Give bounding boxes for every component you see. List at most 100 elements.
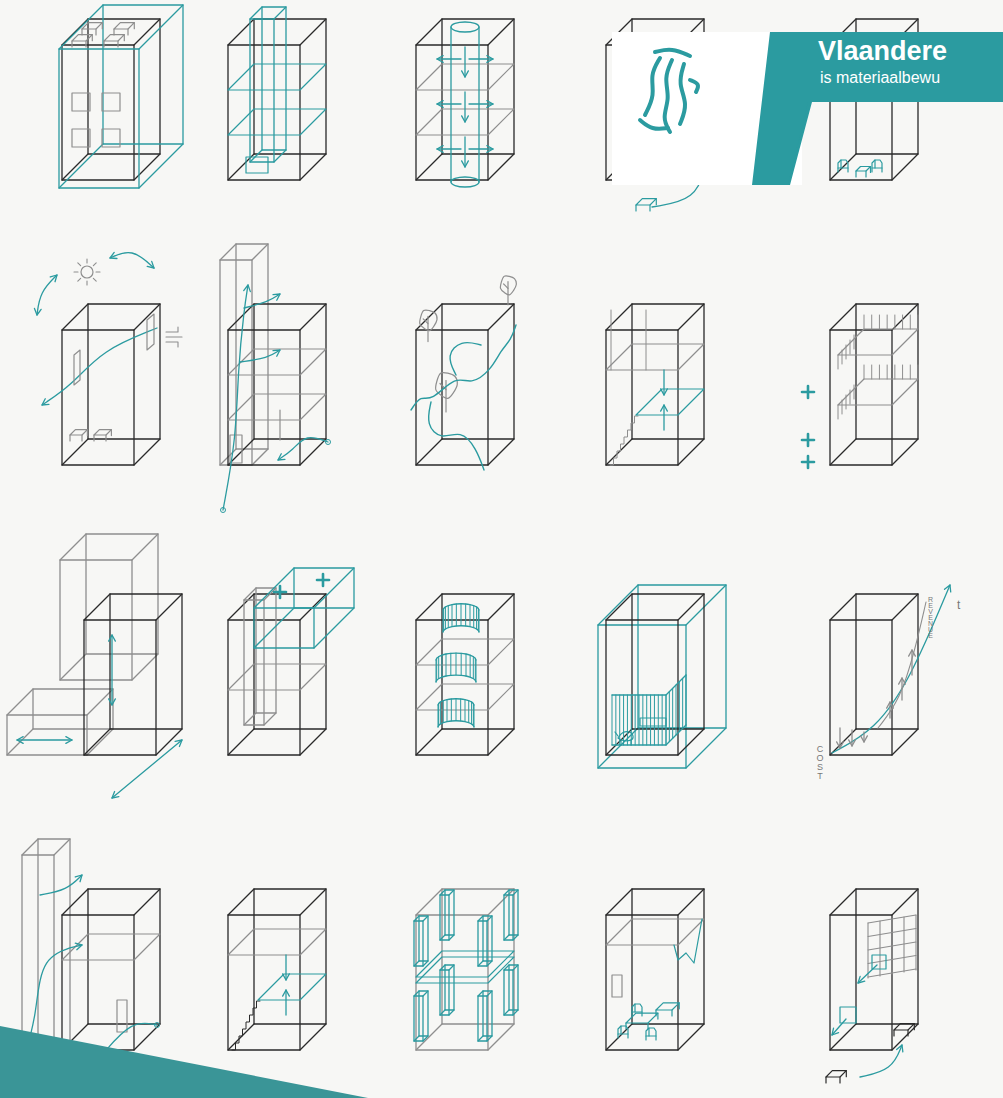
sun-ray: [86, 259, 87, 263]
fence-bar: [658, 695, 659, 745]
cube-edge: [513, 1010, 518, 1015]
arrow-head: [437, 146, 443, 153]
floor-slab: [838, 379, 918, 405]
cube-edge: [252, 244, 268, 260]
window-frame: [74, 350, 80, 385]
cube-edge: [606, 594, 632, 620]
chair-icon: [646, 1028, 656, 1040]
table-icon: [893, 1030, 894, 1036]
path-start: [221, 508, 226, 513]
spiral-step: [452, 605, 453, 627]
sketch-icon: [606, 304, 704, 465]
cube-edge: [488, 729, 514, 755]
cube-edge: [139, 5, 183, 49]
cube-edge: [262, 7, 286, 150]
cube-edge: [254, 608, 314, 648]
cylinder-top: [451, 22, 479, 32]
fence-bar: [654, 695, 655, 745]
cube-edge: [300, 154, 326, 180]
chair-icon: [838, 160, 848, 172]
cube-edge: [419, 916, 428, 961]
sketch-icon: [830, 585, 951, 755]
fence-bar: [682, 678, 683, 728]
cube-edge: [686, 728, 726, 768]
arrow-head: [109, 699, 116, 705]
arrow-line: [839, 728, 840, 748]
balcony-rail: [871, 365, 872, 379]
balcony-rail: [918, 315, 919, 329]
sketch-icon: [416, 19, 514, 187]
cube-edge: [445, 965, 454, 1010]
logo-text: Vlaandere: [818, 38, 947, 65]
cube-edge: [33, 689, 113, 729]
cube-edge: [110, 594, 182, 729]
table-icon: [870, 167, 871, 173]
spiral-step: [479, 610, 480, 632]
cube-edge: [416, 889, 442, 915]
cube-edge: [7, 715, 87, 755]
cube-edge: [414, 916, 419, 921]
spiral-step: [451, 699, 452, 721]
arrow-line: [832, 1019, 846, 1035]
cube-edge: [300, 439, 326, 465]
cube-edge: [487, 916, 492, 921]
table-icon: [134, 23, 135, 29]
arrow-line: [437, 148, 461, 149]
corner-triangle: [0, 1026, 368, 1098]
cube-edge: [830, 915, 892, 1050]
floor-slab: [606, 919, 704, 945]
cube-edge: [156, 594, 182, 620]
sun-ray: [93, 278, 96, 281]
table-icon: [82, 23, 102, 29]
spiral-step: [466, 654, 467, 676]
cube-edge: [254, 594, 326, 729]
stair-line: [610, 416, 638, 465]
cube-edge: [228, 45, 300, 180]
cube-edge: [892, 729, 918, 755]
table-icon: [655, 1010, 656, 1016]
floor-slab: [258, 974, 326, 1000]
spiral-step: [474, 705, 475, 727]
cube-edge: [678, 889, 704, 915]
balcony-rail: [842, 350, 843, 364]
cube-edge: [62, 154, 88, 180]
arrow-line: [240, 350, 280, 362]
logo-lion: [645, 58, 660, 115]
cube-edge: [300, 19, 326, 45]
arrow-line: [278, 438, 328, 460]
sketch-icon: [414, 889, 518, 1050]
cube-edge: [87, 689, 113, 715]
arrow-head: [283, 974, 290, 980]
cube-edge: [892, 439, 918, 465]
balcony-rail: [854, 335, 855, 349]
window-frame: [72, 93, 90, 111]
cube-edge: [264, 713, 276, 725]
balcony-rail: [879, 365, 880, 379]
spiral-step: [438, 657, 439, 679]
cube-edge: [228, 1024, 254, 1050]
cube-edge: [220, 244, 236, 260]
cube-edge: [250, 150, 262, 162]
cube-edge: [228, 304, 254, 330]
arrow-line: [901, 678, 902, 700]
cube-edge: [22, 839, 38, 855]
fence-bar: [650, 695, 651, 745]
table-icon: [104, 35, 124, 41]
cube-edge: [274, 7, 286, 19]
floor-slab: [416, 957, 514, 983]
table-icon: [81, 29, 82, 35]
chair-icon: [840, 160, 841, 168]
cube-edge: [62, 45, 134, 180]
arrow-head: [887, 702, 894, 708]
cube-edge: [254, 304, 326, 439]
spiral-step: [460, 699, 461, 721]
arrow-head: [909, 650, 916, 656]
sketch-icon: [411, 276, 516, 470]
cube-edge: [678, 439, 704, 465]
wind-symbol: [166, 342, 178, 347]
stair-line: [232, 1001, 260, 1050]
balcony-rail: [864, 365, 865, 379]
cube-edge: [274, 150, 286, 162]
table-icon: [124, 35, 125, 41]
cube-edge: [488, 154, 514, 180]
